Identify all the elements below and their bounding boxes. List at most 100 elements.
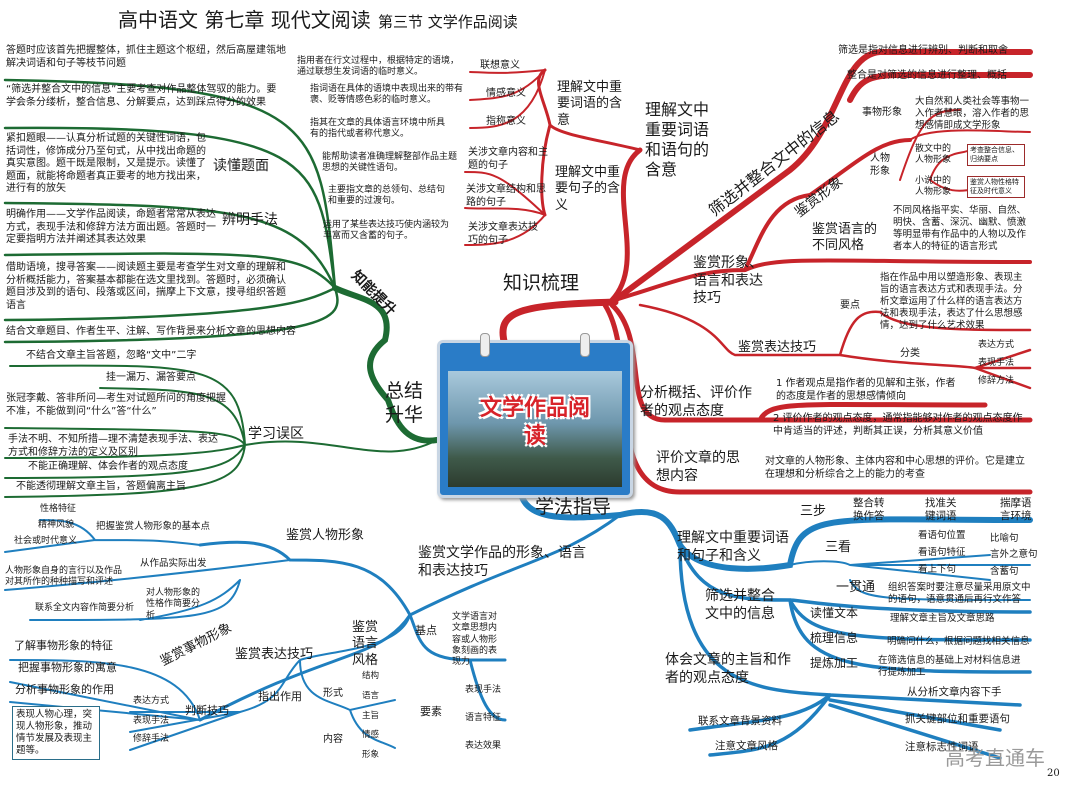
zhineng-item: “筛选并整合文中的信息”主要考查对作品整体驾驭的能力。要学会条分缕析，整合信息、… bbox=[6, 84, 277, 108]
shiwu-item: 分析事物形象的作用 bbox=[15, 683, 114, 696]
node-bianming: 辨明手法 bbox=[222, 212, 278, 228]
ciyu-desc: 指用者在行文过程中，根据特定的语境，通过联想生发词语的临时意义。 bbox=[297, 56, 460, 78]
neirong-item: 情感 bbox=[362, 730, 380, 740]
branch-hanyi bbox=[609, 147, 643, 303]
node-step: 提炼加工 bbox=[810, 656, 859, 670]
node-sankan: 三看 bbox=[825, 540, 852, 555]
node-juzi: 理解文中重要句子的含义 bbox=[555, 165, 621, 213]
node-neirong: 内容 bbox=[323, 734, 343, 745]
title-section: 第三节 文学作品阅读 bbox=[378, 13, 518, 31]
branch-shaixuan bbox=[612, 49, 1033, 303]
basic-item: 社会或时代意义 bbox=[14, 536, 78, 546]
node-fenxi: 对人物形象的性格作简要分析 bbox=[146, 588, 201, 621]
xingshi-item: 语言 bbox=[362, 691, 380, 701]
ciyu-name: 联想意义 bbox=[480, 60, 520, 71]
node-renwu-xingxiang: 鉴赏人物形象 bbox=[286, 528, 365, 543]
guantong-desc: 组织答案时要注意尽量采用原文中的语句，语意贯通后再行文作答 bbox=[888, 582, 1031, 605]
node-zuoyong: 指出作用 bbox=[258, 690, 302, 703]
panduan-item: 表现手法 bbox=[133, 716, 170, 726]
zhineng-item: 答题时应该首先把握整体，抓住主题这个枢纽，然后高屋建瓴地解决词语和句子等枝节问题 bbox=[6, 45, 286, 69]
neirong-item: 主旨 bbox=[362, 711, 380, 721]
node-fa-left: 鉴赏文学作品的形象、语言和表达技巧 bbox=[418, 545, 586, 579]
page-number: 20 bbox=[1047, 768, 1060, 779]
watermark: 高考直通车 bbox=[945, 746, 1045, 770]
guandian-point: 1 作者观点是指作者的见解和主张，作者的态度是作者的思想感情倾向 bbox=[776, 378, 956, 402]
node-sixiang: 评价文章的思想内容 bbox=[656, 450, 740, 484]
zhuzhi-item: 联系文章背景资料 bbox=[698, 715, 782, 727]
zhineng-item: 结合文章题目、作者生平、注解、写作背景来分析文章的思想内容 bbox=[6, 326, 296, 337]
stone-photo bbox=[448, 371, 622, 487]
shiwu-item: 把握事物形象的寓意 bbox=[18, 661, 117, 674]
panduan-item: 表达方式 bbox=[133, 696, 170, 706]
sentence-type: 含蓄句 bbox=[990, 566, 1019, 577]
juzi-desc: 运用了某些表达技巧使内涵较为丰富而又含蓄的句子。 bbox=[323, 220, 450, 242]
node-panduan: 判断技巧 bbox=[185, 704, 229, 717]
shaixuan-item: 筛选是指对信息进行辨别、判断和取舍 bbox=[838, 45, 1008, 56]
branch-zhishi-trunk bbox=[499, 298, 619, 349]
step: 揣摩语言环境 bbox=[1000, 497, 1032, 523]
wuqu-item: 不结合文章主旨答题，忽略“文中”二字 bbox=[26, 350, 197, 361]
branch-jianshang bbox=[613, 138, 1032, 302]
jidian-desc: 文学语言对文章思想内容或人物形象刻画的表现力 bbox=[452, 612, 498, 667]
zhuzhi-item: 注意标志性词语 bbox=[905, 741, 979, 753]
juzi-desc: 主要指文章的总领句、总结句和重要的过渡句。 bbox=[328, 185, 446, 207]
kan-item: 看语句位置 bbox=[918, 530, 966, 541]
shiwu-note: 表现人物心理，突现人物形象，推动情节发展及表现主题等。 bbox=[12, 706, 100, 760]
node-jiqiao: 鉴赏表达技巧 bbox=[738, 340, 817, 355]
node-fa-shaixuan: 筛选并整合文中的信息 bbox=[705, 588, 775, 622]
juzi-desc: 能帮助读者准确理解整部作品主题思想的关键性语句。 bbox=[322, 152, 458, 174]
branch-xuefa-trunk bbox=[517, 487, 1033, 572]
xingshi-item: 结构 bbox=[362, 671, 380, 681]
branch-guandian bbox=[609, 302, 1033, 423]
wuqu-item: 不能透彻理解文章主旨，答题偏离主旨 bbox=[16, 481, 186, 492]
node-basic: 把握鉴赏人物形象的基本点 bbox=[96, 521, 211, 532]
basic-item: 精神风貌 bbox=[38, 520, 75, 530]
wuqu-item: 挂一漏万、漏答要点 bbox=[106, 372, 196, 383]
calendar-ring-icon bbox=[480, 333, 490, 357]
center-image: 文学作品阅读 bbox=[437, 333, 633, 498]
juzi-name: 关涉文章结构和思路的句子 bbox=[466, 184, 546, 208]
yaosu-item: 表现手法 bbox=[465, 685, 502, 695]
center-title: 文学作品阅读 bbox=[479, 396, 590, 449]
neirong-item: 形象 bbox=[362, 750, 380, 760]
shaixuan-item: 整合是对筛选的信息进行整理、概括 bbox=[847, 70, 1007, 81]
node-wuqu: 学习误区 bbox=[248, 426, 304, 442]
wuqu-item: 不能正确理解、体会作者的观点态度 bbox=[28, 461, 188, 472]
node-jidian: 基点 bbox=[415, 624, 437, 637]
zhuzhi-item: 从分析文章内容下手 bbox=[907, 686, 1002, 698]
kan-item: 看语句特征 bbox=[918, 547, 966, 558]
node-yuyan: 鉴赏语言的不同风格 bbox=[812, 222, 878, 254]
fenlei-item: 表现手法 bbox=[978, 358, 1015, 368]
kan-item: 看上下句 bbox=[918, 564, 957, 575]
node-xiaoshuo: 小说中的人物形象 bbox=[915, 176, 952, 198]
node-shiwu: 事物形象 bbox=[862, 107, 902, 118]
sixiang-desc: 对文章的人物形象、主体内容和中心思想的评价。它是建立在理想和分析综合之上的能力的… bbox=[765, 456, 1025, 480]
node-guandian: 分析概括、评价作者的观点态度 bbox=[640, 385, 752, 419]
wuqu-item: 张冠李戴、答非所问—考生对试题所问的角度把握不准，不能做到问“什么”答“什么” bbox=[6, 393, 226, 417]
step-desc: 理解文章主旨及文章思路 bbox=[890, 613, 995, 624]
title-main: 高中语文 第七章 现代文阅读 bbox=[118, 8, 371, 32]
node-renwu: 人物形象 bbox=[870, 153, 890, 177]
node-xingshi: 形式 bbox=[323, 688, 343, 699]
step: 找准关键词语 bbox=[925, 497, 957, 523]
sanwen-note: 考查整合信息、归纳要点 bbox=[967, 144, 1025, 166]
node-fenlei: 分类 bbox=[900, 348, 920, 359]
sentence-type: 比喻句 bbox=[990, 533, 1019, 544]
node-guantong: 一贯通 bbox=[836, 580, 876, 595]
zhuzhi-item: 注意文章风格 bbox=[715, 740, 778, 752]
fenlei-item: 表达方式 bbox=[978, 340, 1015, 350]
node-shiji: 从作品实际出发 bbox=[140, 558, 207, 569]
node-fa-yuyan: 鉴赏语言风格 bbox=[352, 620, 379, 668]
ciyu-desc: 指其在文章的具体语言环境中所具有的指代或者称代意义。 bbox=[310, 118, 446, 140]
panduan-item: 修辞手法 bbox=[133, 734, 170, 744]
wuqu-item: 手法不明、不知所措—理不清楚表现手法、表达方式和修辞方法的定义及区别 bbox=[8, 434, 218, 458]
node-ciyu: 理解文中重要词语的含意 bbox=[557, 80, 623, 128]
branch-zongjie-trunk bbox=[332, 285, 440, 444]
fenlei-item: 修辞方法 bbox=[978, 376, 1015, 386]
ciyu-desc: 指词语在具体的语境中表现出来的带有褒、贬等情感色彩的临时意义。 bbox=[310, 84, 464, 106]
basic-item: 性格特征 bbox=[40, 504, 77, 514]
node-jianshang: 鉴赏形象、语言和表达技巧 bbox=[693, 255, 763, 306]
sentence-type: 言外之意句 bbox=[990, 549, 1038, 560]
yaosu-item: 语言特征 bbox=[465, 713, 502, 723]
ciyu-name: 指称意义 bbox=[486, 116, 526, 127]
